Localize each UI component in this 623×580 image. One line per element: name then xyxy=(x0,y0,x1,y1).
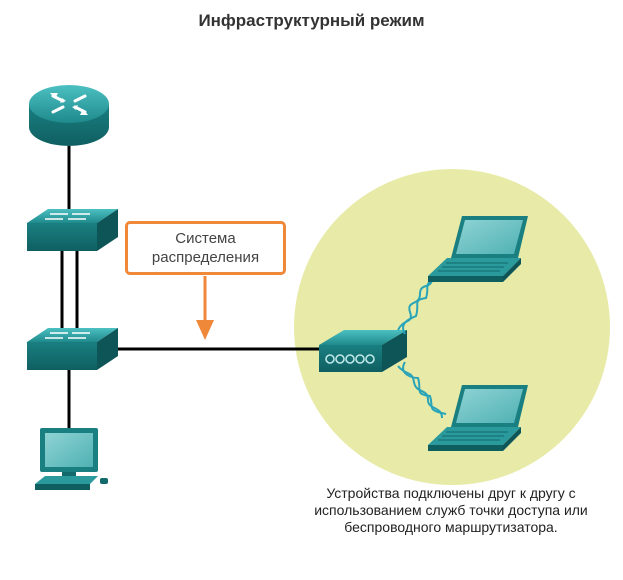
distribution-system-callout: Система распределения xyxy=(125,221,286,275)
wired-links xyxy=(60,146,320,428)
callout-label: Система распределения xyxy=(151,230,260,266)
pc-icon xyxy=(35,428,108,490)
wireless-zone xyxy=(294,169,610,485)
arrow-down-icon xyxy=(196,320,214,340)
wireless-signal-lower xyxy=(397,361,447,419)
diagram-title: Инфраструктурный режим xyxy=(198,11,425,30)
router-icon xyxy=(29,85,109,146)
wireless-caption: Устройства подключены друг к другу с исп… xyxy=(314,485,588,535)
switch-icon xyxy=(27,328,118,370)
laptop-icon xyxy=(428,385,528,451)
laptop-icon xyxy=(428,216,528,282)
switch-icon xyxy=(27,209,118,251)
access-point-icon xyxy=(319,330,407,372)
